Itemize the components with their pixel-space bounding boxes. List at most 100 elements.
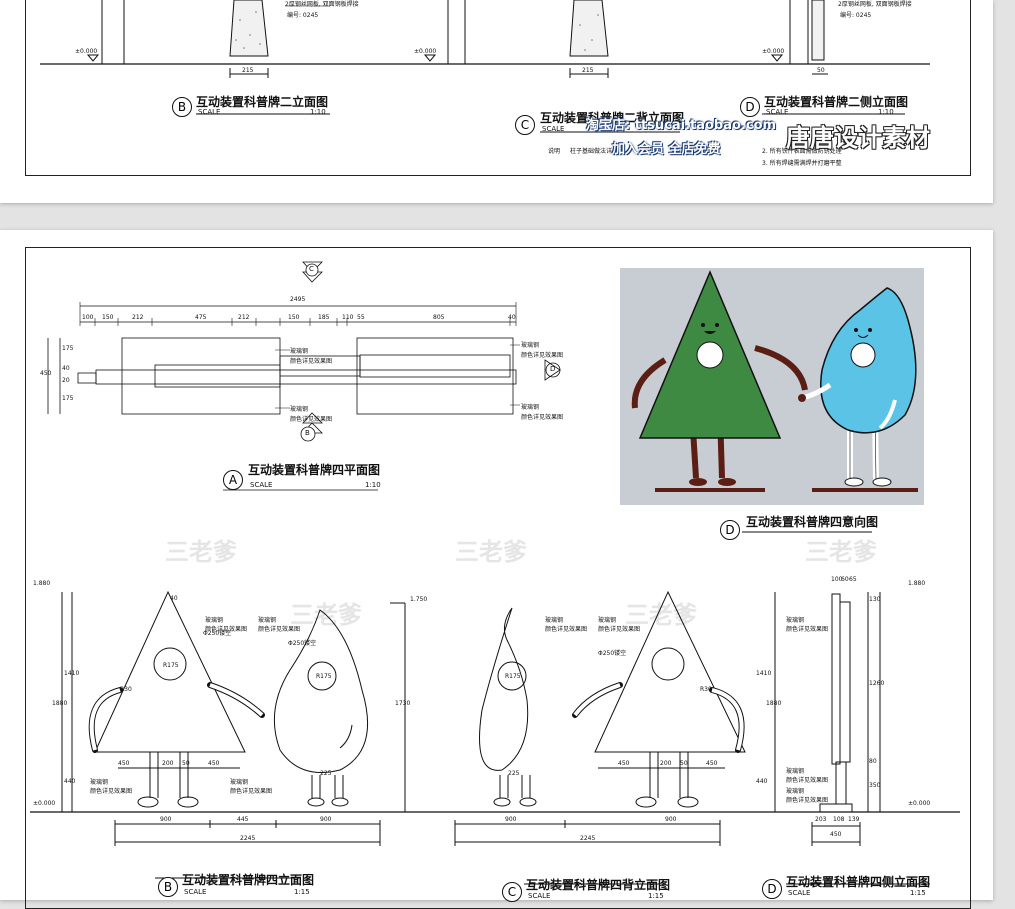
dimension-label: 50: [817, 67, 825, 74]
color-label: 颜色详见效果图: [290, 416, 333, 423]
level-marker: 1.880: [908, 580, 926, 587]
hole-label: Φ250镂空: [288, 640, 317, 647]
color-label: 颜色详见效果图: [290, 358, 333, 365]
height-dim: 440: [64, 778, 76, 785]
color-label: 颜色详见效果图: [786, 797, 829, 804]
dimension-label: 215: [582, 67, 594, 74]
view-marker-b: B: [172, 97, 192, 117]
leg-dim: 225: [320, 770, 332, 777]
plan-dim: 100: [82, 314, 94, 321]
height-dim: 130: [869, 596, 881, 603]
section-marker: B: [305, 429, 310, 437]
watermark-faint: 三老爹: [165, 538, 237, 566]
leg-dim: 200: [162, 760, 174, 767]
left-code: 编号: 0245: [287, 12, 319, 19]
watermark-faint: 三老爹: [805, 538, 877, 566]
material-label: 玻璃钢: [258, 617, 277, 624]
plan-overall-dim: 2495: [290, 296, 306, 303]
view-marker-d: D: [762, 879, 782, 899]
scale-label: SCALE: [542, 125, 565, 133]
color-label: 颜色详见效果图: [205, 626, 248, 633]
color-label: 颜色详见效果图: [90, 788, 133, 795]
leg-dim: 450: [706, 760, 718, 767]
top-dim: 100: [831, 576, 843, 583]
material-label: 玻璃钢: [521, 342, 540, 349]
leg-dim: 50: [680, 760, 688, 767]
plan-dim: 805: [433, 314, 445, 321]
material-label: 玻璃钢: [786, 788, 805, 795]
view-title: 互动装置科普牌四立面图: [182, 873, 315, 887]
level-marker: ±0.000: [908, 800, 931, 807]
material-label: 玻璃钢: [290, 348, 309, 355]
leg-dim: 450: [618, 760, 630, 767]
color-label: 颜色详见效果图: [545, 626, 588, 633]
material-label: 玻璃钢: [205, 617, 224, 624]
view-marker-c: C: [502, 882, 522, 902]
sheet-1-drawings: [40, 0, 930, 133]
bottom-dim: 900: [320, 816, 332, 823]
plan-side-dim: 20: [62, 377, 70, 384]
level-marker: ±0.000: [33, 800, 56, 807]
dimension-label: 215: [242, 67, 254, 74]
radius-label: R30: [700, 686, 712, 693]
scale-value: 1:15: [648, 892, 664, 900]
height-dim: 1880: [52, 700, 68, 707]
view-title: 互动装置科普牌四背立面图: [526, 878, 671, 892]
color-label: 颜色详见效果图: [598, 626, 641, 633]
render-image: [620, 268, 924, 533]
radius-label: R175: [163, 662, 179, 669]
height-dim: 1410: [756, 670, 772, 677]
color-label: 颜色详见效果图: [521, 352, 564, 359]
color-label: 颜色详见效果图: [230, 788, 273, 795]
scale-value: 1:15: [910, 889, 926, 897]
sheet-2-drawings: [30, 261, 960, 885]
height-dim: 350: [869, 782, 881, 789]
color-label: 颜色详见效果图: [521, 414, 564, 421]
watermark-faint: 三老爹: [625, 601, 697, 629]
bottom-dim: 900: [505, 816, 517, 823]
view-marker-b: B: [158, 877, 178, 897]
scale-label: SCALE: [766, 108, 789, 116]
height-dim: 1260: [869, 680, 885, 687]
color-label: 颜色详见效果图: [786, 626, 829, 633]
plan-dim: 55: [357, 314, 365, 321]
view-title: 互动装置科普牌四侧立面图: [786, 875, 931, 889]
plan-side-total: 450: [40, 370, 52, 377]
height-dim: 1880: [766, 700, 782, 707]
view-title: 互动装置科普牌四意向图: [746, 515, 879, 529]
plan-side-dim: 175: [62, 395, 74, 402]
height-dim: 440: [756, 778, 768, 785]
material-label: 玻璃钢: [521, 404, 540, 411]
plan-leaders: [275, 344, 520, 409]
plan-dim: 212: [238, 314, 250, 321]
hole-label: Φ250镂空: [203, 630, 232, 637]
view-marker-d: D: [720, 520, 740, 540]
color-label: 颜色详见效果图: [786, 777, 829, 784]
top-dim: 60: [841, 576, 849, 583]
material-label: 玻璃钢: [786, 617, 805, 624]
total-dim: 2245: [240, 835, 256, 842]
plan-dim: 110: [342, 314, 354, 321]
scale-value: 1:10: [878, 108, 894, 116]
scale-value: 1:15: [294, 888, 310, 896]
material-label: 玻璃钢: [545, 617, 564, 624]
view-title: 互动装置科普牌四平面图: [248, 463, 381, 477]
watermark-join: 加入会员 全店免费: [612, 142, 721, 157]
height-dim: 80: [869, 758, 877, 765]
top-dim: 65: [849, 576, 857, 583]
material-label: 玻璃钢: [290, 406, 309, 413]
material-label: 玻璃钢: [598, 617, 617, 624]
view-title: 互动装置科普牌二侧立面图: [764, 95, 909, 109]
notes-line: 柱子基础做法详见: [570, 148, 619, 155]
leg-dim: 225: [508, 770, 520, 777]
scale-label: SCALE: [788, 889, 811, 897]
drawing-sheet-1: 2厚钢丝网板, 双面钢板焊接 编号: 0245 2厚钢丝网板, 双面钢板焊接 编…: [0, 0, 993, 203]
level-marker: 1.880: [33, 580, 51, 587]
view-title: 互动装置科普牌二立面图: [196, 95, 329, 109]
scale-label: SCALE: [184, 888, 207, 896]
plan-view: [47, 261, 561, 491]
view-title: 互动装置科普牌二背立面图: [540, 111, 685, 125]
material-label: 玻璃钢: [786, 768, 805, 775]
view-marker-a: A: [223, 470, 243, 490]
watermark-brand: 唐唐设计素材: [786, 124, 930, 152]
